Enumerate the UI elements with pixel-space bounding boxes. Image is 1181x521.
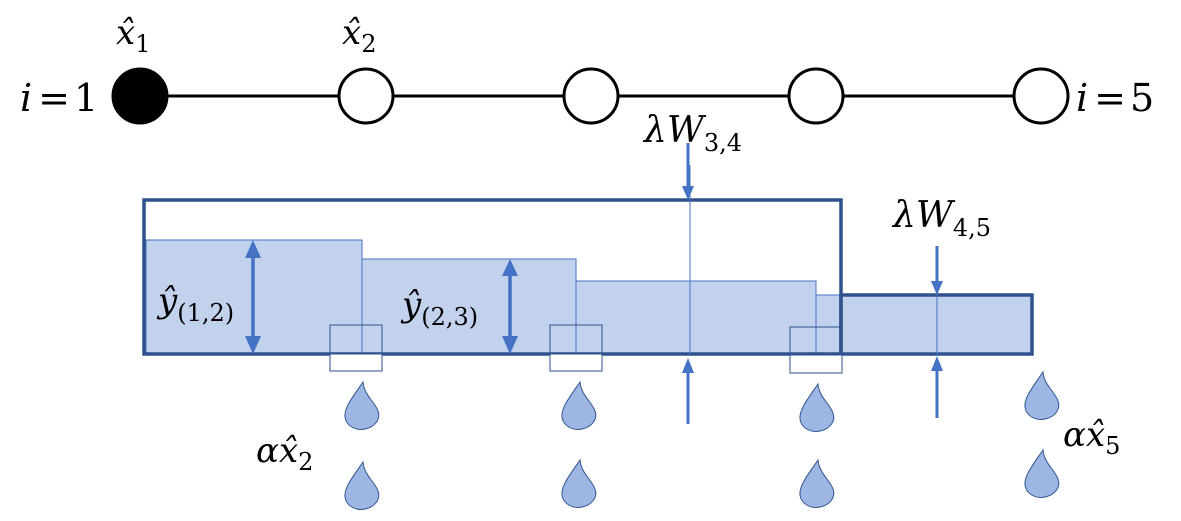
- droplet-icon: [561, 380, 597, 430]
- label-y12: ŷ(1,2): [156, 281, 234, 327]
- arrow-w45-top: [931, 246, 943, 295]
- label-i-5: i=5: [1076, 76, 1154, 120]
- label-alpha-x2: αx̂2: [256, 431, 313, 476]
- junction-box-2-bottom: [329, 353, 383, 372]
- chain-node-4: [787, 67, 845, 125]
- droplets: [344, 370, 1060, 510]
- arrow-w45-bottom: [931, 356, 943, 418]
- chain-node-3: [562, 67, 620, 125]
- junction-boxes: [329, 324, 843, 374]
- label-lambda-w45: λW4,5: [891, 195, 991, 242]
- label-xhat-1: x̂1: [116, 13, 150, 58]
- junction-box-4-bottom: [789, 354, 843, 374]
- label-i-1: i=1: [20, 76, 98, 120]
- droplet-icon: [344, 380, 380, 430]
- label-lambda-w34: λW3,4: [642, 110, 742, 157]
- chain-node-5: [1012, 67, 1070, 125]
- water-segment-3-4: [575, 280, 817, 354]
- chain-node-1: [111, 67, 169, 125]
- droplet-icon: [1024, 370, 1060, 420]
- arrow-w34-bottom: [682, 358, 694, 424]
- arrow-y12: [245, 240, 261, 354]
- label-xhat-2: x̂2: [342, 13, 376, 58]
- chain-node-2: [337, 67, 395, 125]
- droplet-icon: [344, 460, 380, 510]
- water-segment-4-overflow: [815, 294, 841, 354]
- label-y23: ŷ(2,3): [400, 285, 478, 331]
- droplet-icon: [799, 382, 835, 432]
- droplet-icon: [1024, 448, 1060, 498]
- droplet-icon: [799, 458, 835, 508]
- arrow-w34-top: [682, 143, 694, 200]
- droplet-icon: [561, 458, 597, 508]
- label-alpha-x5: αx̂5: [1063, 415, 1120, 460]
- tank-main: [142, 198, 843, 356]
- junction-box-3-bottom: [549, 353, 603, 372]
- arrow-y23: [502, 259, 518, 354]
- chain-graph: i=1 i=5 x̂1 x̂2: [20, 13, 1154, 125]
